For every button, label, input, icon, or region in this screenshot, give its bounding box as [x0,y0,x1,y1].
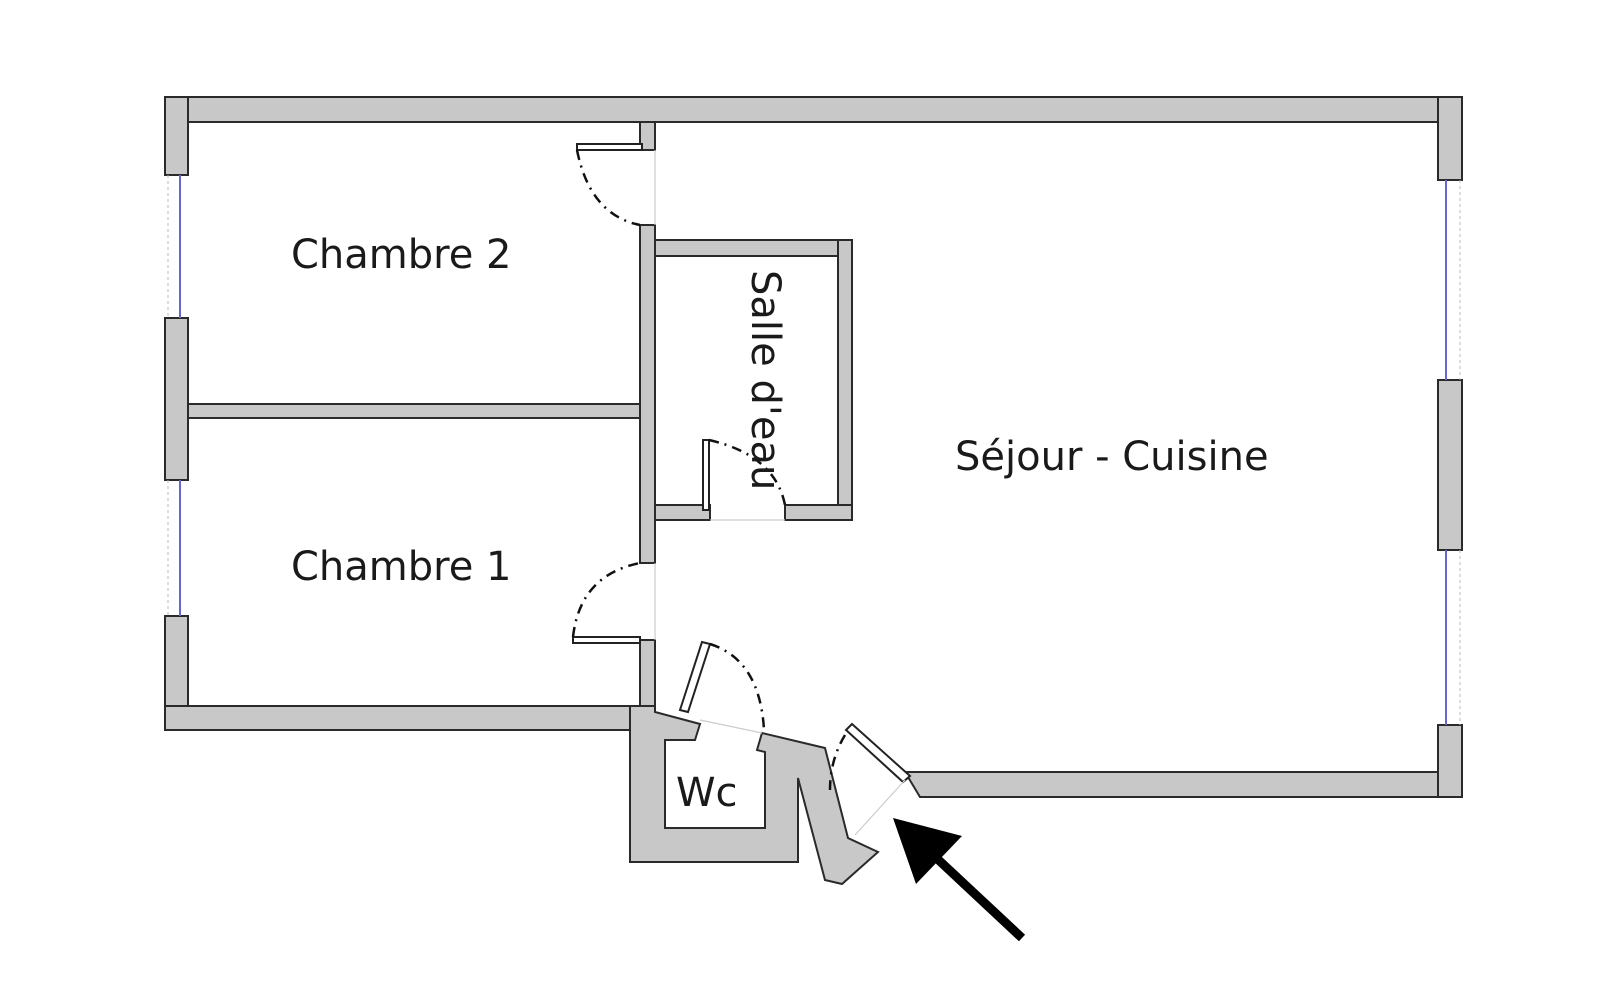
outer-walls [164,96,1463,798]
room-label-sejour-cuisine: Séjour - Cuisine [955,434,1269,480]
windows [167,175,1461,725]
room-label-chambre-1: Chambre 1 [291,544,512,590]
room-label-wc: Wc [676,770,738,816]
room-label-chambre-2: Chambre 2 [291,232,512,278]
doors [571,143,912,836]
arrow-icon [893,818,1026,942]
room-label-salle-deau: Salle d'eau [742,270,788,490]
interior-walls [187,121,880,886]
